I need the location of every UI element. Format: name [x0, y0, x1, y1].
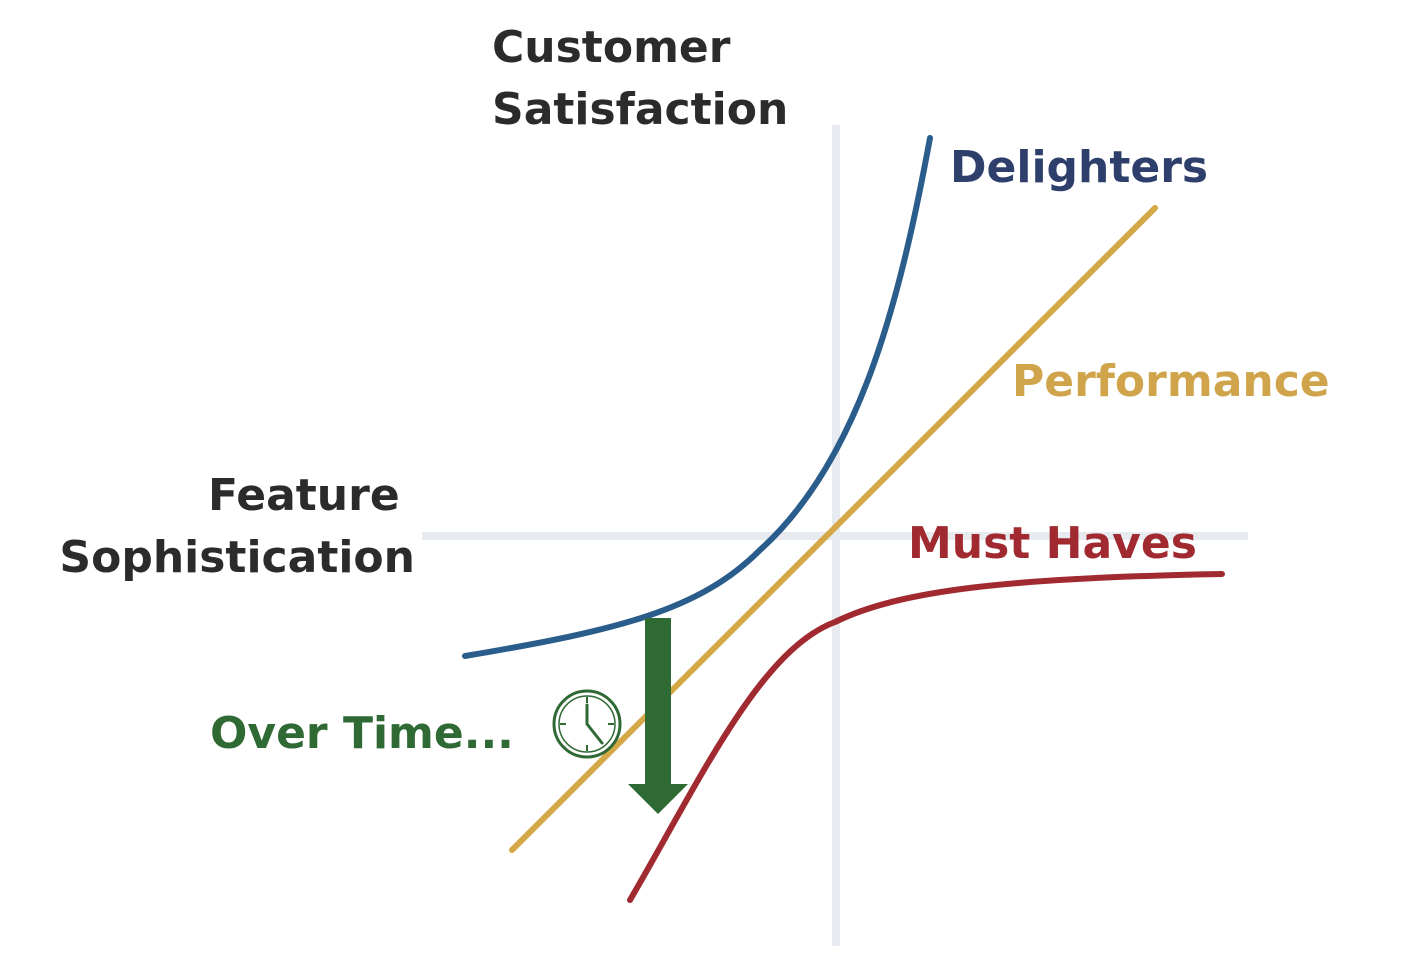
- y-axis-label-line-1: Customer: [492, 22, 731, 73]
- x-axis-label: Feature Sophistication: [59, 470, 415, 583]
- x-axis-label-line-1: Feature: [208, 470, 400, 521]
- over-time-arrow: [628, 618, 688, 814]
- performance-label: Performance: [1012, 356, 1330, 407]
- delighters-label: Delighters: [950, 142, 1208, 193]
- delighters-curve: [462, 135, 933, 659]
- clock-icon-inner-ring: [558, 695, 616, 753]
- y-axis-label-line-2: Satisfaction: [492, 84, 788, 135]
- over-time-arrow-shaft: [645, 618, 671, 786]
- performance-line: [509, 205, 1158, 853]
- over-time-label: Over Time...: [210, 708, 514, 759]
- must-haves-label: Must Haves: [908, 518, 1197, 569]
- clock-icon: [552, 689, 622, 759]
- over-time-arrow-head: [628, 784, 688, 814]
- y-axis-label: Customer Satisfaction: [492, 22, 788, 135]
- clock-icon-minute-hand: [585, 722, 604, 745]
- x-axis-label-line-2: Sophistication: [59, 532, 415, 583]
- must-haves-curve: [627, 571, 1225, 903]
